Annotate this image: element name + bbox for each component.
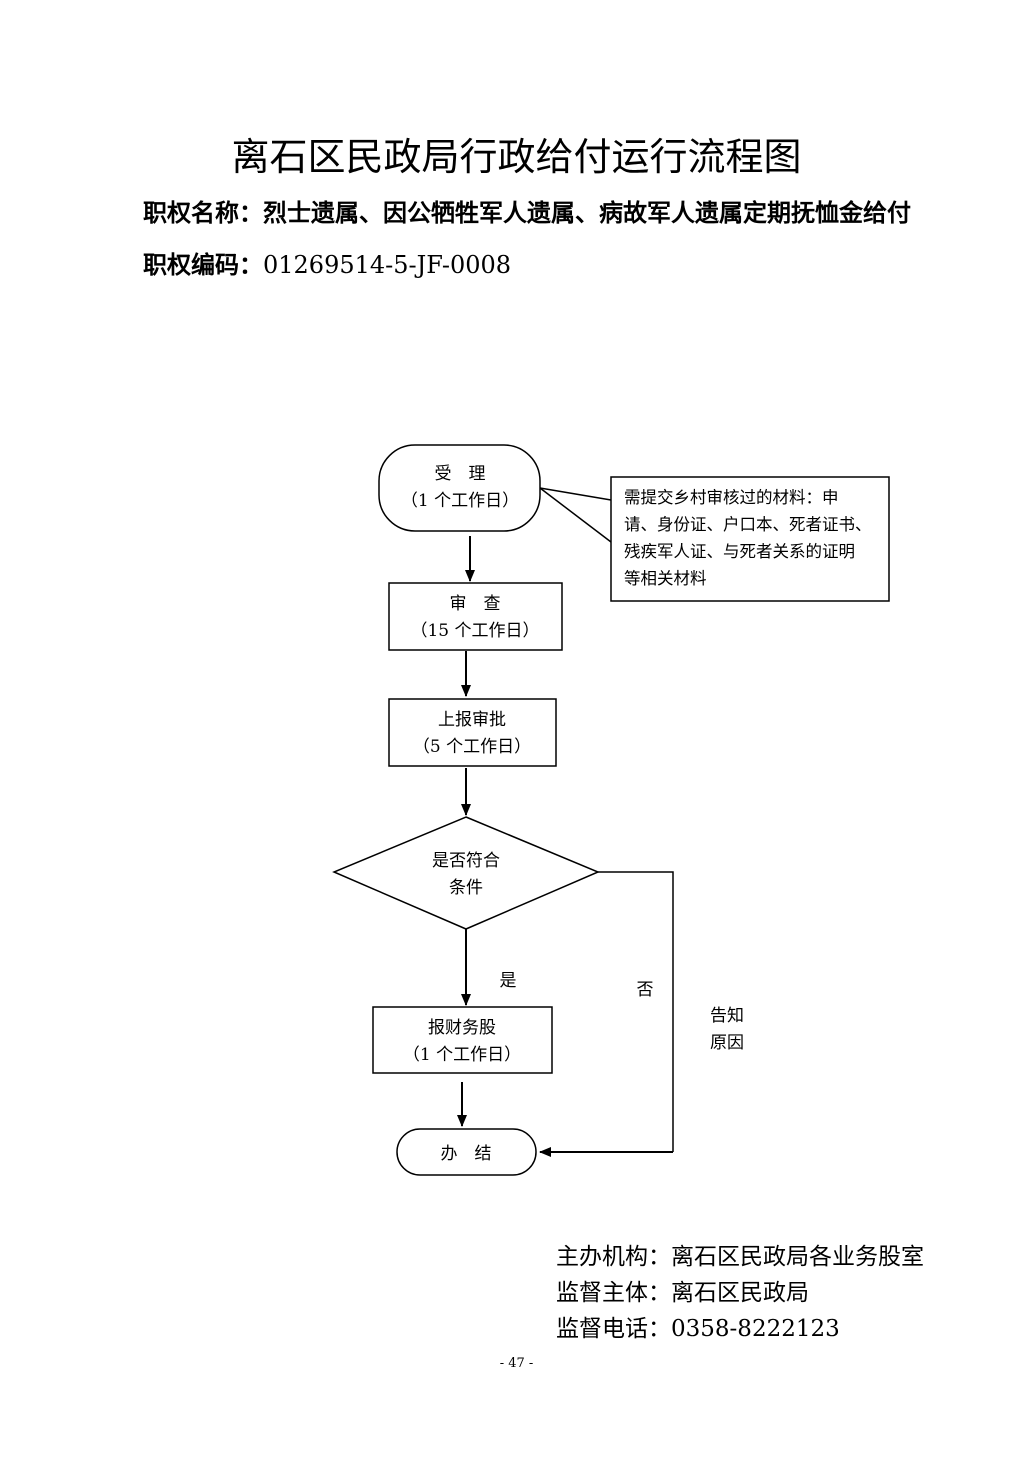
label-yes: 是 — [500, 971, 517, 991]
reason-line1: 告知 — [710, 1006, 744, 1026]
node-report-title: 上报审批 — [438, 710, 506, 730]
note-line-2: 请、身份证、户口本、死者证书、 — [624, 515, 872, 534]
node-review-title: 审 查 — [450, 594, 501, 614]
node-finance: 报财务股 （1 个工作日） — [372, 1006, 553, 1074]
path-no-branch — [598, 871, 674, 1152]
authority-name-label: 职权名称： — [143, 199, 263, 227]
label-no: 否 — [637, 980, 654, 1000]
node-review-duration: （15 个工作日） — [410, 621, 539, 641]
authority-name-value: 烈士遗属、因公牺牲军人遗属、病故军人遗属定期抚恤金给付 — [263, 199, 911, 227]
node-end-title: 办 结 — [441, 1144, 492, 1164]
node-finance-title: 报财务股 — [428, 1018, 496, 1038]
authority-code-label: 职权编码： — [143, 251, 263, 279]
node-report: 上报审批 （5 个工作日） — [388, 698, 557, 767]
footer-organizer-label: 主办机构： — [556, 1244, 671, 1270]
node-accept-title: 受 理 — [435, 464, 486, 484]
node-decision: 是否符合 条件 — [332, 816, 600, 930]
node-decision-line1: 是否符合 — [432, 851, 500, 871]
authority-code: 职权编码：01269514-5-JF-0008 — [143, 248, 511, 282]
footer-supervisor-value: 离石区民政局 — [671, 1280, 809, 1306]
page-title: 离石区民政局行政给付运行流程图 — [231, 135, 802, 179]
node-decision-shape — [332, 816, 600, 930]
node-report-duration: （5 个工作日） — [413, 737, 531, 757]
note-connector-bottom — [539, 487, 612, 543]
node-end-shape — [396, 1128, 537, 1176]
materials-note: 需提交乡村审核过的材料：申 请、身份证、户口本、死者证书、 残疾军人证、与死者关… — [610, 476, 890, 602]
footer-phone-value: 0358-8222123 — [671, 1316, 840, 1342]
node-accept-duration: （1 个工作日） — [401, 491, 519, 511]
node-finance-shape — [372, 1006, 553, 1074]
footer-supervisor: 监督主体：离石区民政局 — [556, 1276, 809, 1310]
page-number: - 47 - — [499, 1356, 534, 1371]
node-accept: 受 理 （1 个工作日） — [378, 444, 541, 532]
node-decision-line2: 条件 — [449, 878, 483, 898]
node-review: 审 查 （15 个工作日） — [388, 582, 563, 651]
footer-phone-label: 监督电话： — [556, 1316, 671, 1342]
node-end: 办 结 — [396, 1128, 537, 1176]
note-line-1: 需提交乡村审核过的材料：申 — [624, 488, 839, 507]
footer-organizer-value: 离石区民政局各业务股室 — [671, 1244, 924, 1270]
note-connector-top — [539, 487, 612, 501]
footer-phone: 监督电话：0358-8222123 — [556, 1312, 840, 1346]
note-line-4: 等相关材料 — [624, 569, 707, 588]
footer-organizer: 主办机构：离石区民政局各业务股室 — [556, 1240, 924, 1274]
node-review-shape — [388, 582, 563, 651]
node-accept-shape — [378, 444, 541, 532]
node-report-shape — [388, 698, 557, 767]
node-finance-duration: （1 个工作日） — [403, 1045, 521, 1065]
footer-supervisor-label: 监督主体： — [556, 1280, 671, 1306]
authority-name: 职权名称：烈士遗属、因公牺牲军人遗属、病故军人遗属定期抚恤金给付 — [143, 196, 911, 230]
reason-line2: 原因 — [710, 1033, 744, 1053]
materials-note-box — [610, 476, 890, 602]
authority-code-value: 01269514-5-JF-0008 — [263, 251, 512, 279]
note-line-3: 残疾军人证、与死者关系的证明 — [624, 542, 855, 561]
